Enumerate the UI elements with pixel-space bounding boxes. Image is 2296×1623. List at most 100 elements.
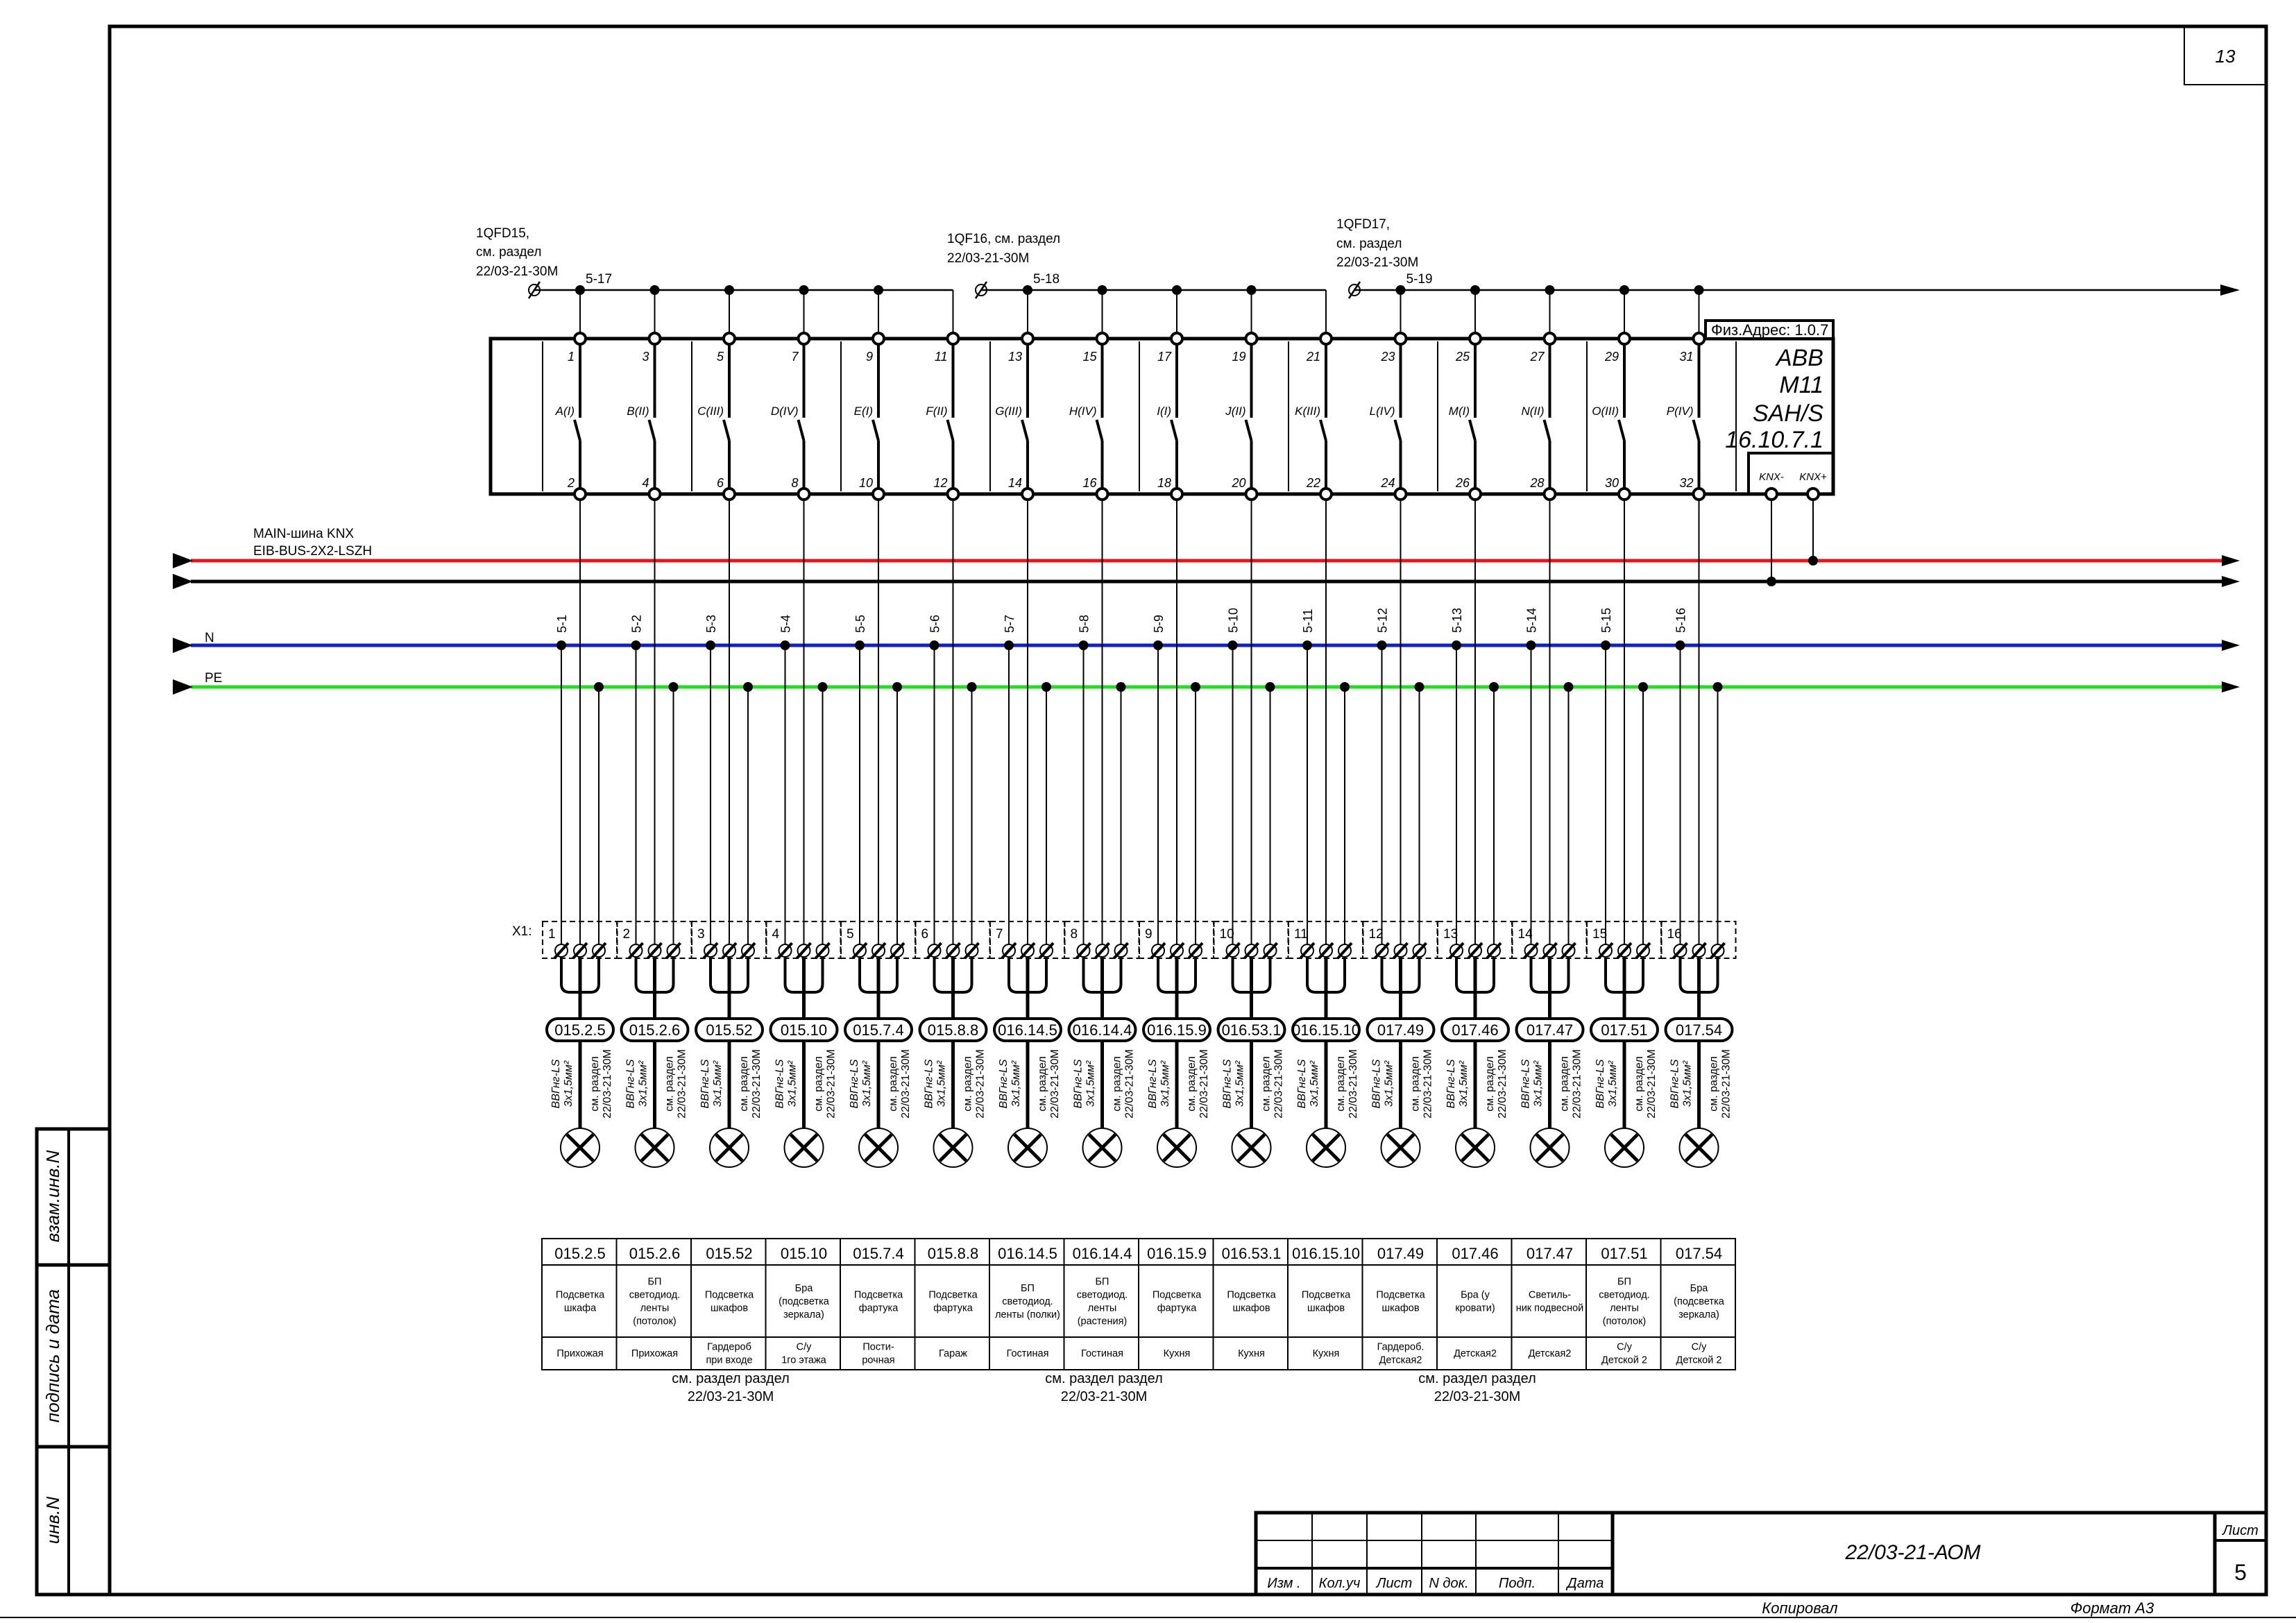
terminal-number-out: 6 bbox=[717, 476, 724, 490]
cable-reference: см. раздел bbox=[1261, 1056, 1273, 1112]
contact-blade-icon bbox=[1393, 419, 1402, 441]
neutral-junction-dot bbox=[706, 640, 715, 650]
neutral-cable-label: 5-5 bbox=[853, 615, 867, 633]
device-model-line: 16.10.7.1 bbox=[1725, 427, 1823, 453]
terminal-circle bbox=[797, 332, 811, 346]
pe-junction-dot bbox=[1414, 682, 1425, 692]
cable-type: ВВГнг-LS bbox=[849, 1059, 860, 1108]
cable-reference: см. раздел bbox=[1484, 1056, 1496, 1112]
contact-blade-icon bbox=[1021, 419, 1029, 441]
arrow-in-icon bbox=[173, 574, 193, 589]
junction-dot bbox=[1808, 556, 1818, 566]
side-stamp bbox=[35, 1127, 112, 1597]
table-cable-id: 017.47 bbox=[1527, 1245, 1573, 1262]
table-description: светодиод. bbox=[629, 1290, 680, 1301]
title-column-header: Изм . bbox=[1267, 1576, 1300, 1591]
terminal-number-in: 1 bbox=[568, 350, 575, 364]
terminal-cell-number: 15 bbox=[1592, 927, 1607, 942]
table-description: (потолок) bbox=[633, 1316, 677, 1327]
table-description: Подсветка bbox=[1153, 1290, 1202, 1301]
table-description: светодиод. bbox=[1077, 1290, 1128, 1301]
screw-slash-icon bbox=[1038, 942, 1055, 960]
cable-type: ВВГнг-LS bbox=[1669, 1059, 1681, 1108]
pe-junction-dot bbox=[1340, 682, 1350, 692]
contact-blade-icon bbox=[871, 419, 880, 441]
terminal-circle bbox=[1021, 487, 1035, 501]
neutral-junction-dot bbox=[1452, 640, 1461, 650]
terminal-number-in: 7 bbox=[791, 350, 799, 364]
terminal-number-out: 32 bbox=[1679, 476, 1693, 490]
device-model-line: SAH/S bbox=[1753, 400, 1823, 427]
terminal-number-out: 8 bbox=[791, 476, 798, 490]
neutral-cable-label: 5-15 bbox=[1599, 608, 1613, 633]
table-description: Подсветка bbox=[928, 1290, 978, 1301]
terminal-cell-number: 16 bbox=[1667, 927, 1682, 942]
table-description: Бра (у bbox=[1461, 1290, 1490, 1301]
table-description: ленты bbox=[1610, 1303, 1639, 1314]
table-description: Подсветка bbox=[854, 1290, 903, 1301]
cable-type: ВВГнг-LS bbox=[1222, 1059, 1234, 1108]
table-room: Детской 2 bbox=[1601, 1355, 1647, 1366]
neutral-junction-dot bbox=[1526, 640, 1536, 650]
cable-reference: см. раздел bbox=[1708, 1056, 1720, 1112]
screw-slash-icon bbox=[1075, 942, 1091, 960]
cable-reference: см. раздел bbox=[738, 1056, 750, 1112]
pe-junction-dot bbox=[1265, 682, 1275, 692]
device-model-line: M11 bbox=[1779, 372, 1823, 398]
terminal-circle bbox=[1692, 332, 1706, 346]
pe-junction-dot bbox=[1116, 682, 1126, 692]
arrow-right-icon bbox=[2220, 284, 2240, 296]
screw-slash-icon bbox=[590, 942, 607, 960]
terminal-number-in: 13 bbox=[1008, 350, 1022, 364]
screw-slash-icon bbox=[721, 942, 738, 960]
pe-junction-dot bbox=[1041, 682, 1051, 692]
neutral-label: N bbox=[205, 631, 214, 645]
terminal-number-in: 27 bbox=[1529, 350, 1545, 364]
screw-slash-icon bbox=[1243, 942, 1259, 960]
cable-section: 3х1,5мм² bbox=[1458, 1060, 1470, 1107]
neutral-cable-label: 5-10 bbox=[1227, 608, 1241, 633]
breaker-symbol-icon bbox=[1348, 284, 1361, 296]
breaker-symbol-icon bbox=[528, 284, 541, 296]
terminal-circle bbox=[1170, 487, 1184, 501]
cable-reference: см. раздел bbox=[1410, 1056, 1422, 1112]
sheet-label: Лист bbox=[2221, 1523, 2259, 1538]
table-description: ленты bbox=[1088, 1303, 1117, 1314]
arrow-in-icon bbox=[173, 638, 193, 653]
contact-blade-icon bbox=[946, 419, 955, 441]
terminal-circle bbox=[722, 332, 736, 346]
terminal-circle bbox=[573, 332, 587, 346]
breaker-reference: 22/03-21-30М bbox=[947, 251, 1029, 266]
cable-type: ВВГнг-LS bbox=[550, 1059, 562, 1108]
table-description: шкафов bbox=[1232, 1303, 1270, 1314]
table-cable-id: 015.7.4 bbox=[853, 1245, 903, 1262]
channel-name: P(IV) bbox=[1667, 405, 1694, 418]
screw-slash-icon bbox=[926, 942, 942, 960]
screw-slash-icon bbox=[1336, 942, 1353, 960]
contact-blade-icon bbox=[1692, 419, 1701, 441]
screw-slash-icon bbox=[1486, 942, 1502, 960]
cable-reference-code: 22/03-21-30М bbox=[1198, 1049, 1210, 1119]
page-number-box bbox=[2184, 26, 2267, 85]
screw-slash-icon bbox=[851, 942, 868, 960]
table-cable-id: 015.8.8 bbox=[928, 1245, 978, 1262]
title-column-header: Подп. bbox=[1499, 1576, 1536, 1591]
knx-bus-cable-label: EIB-BUS-2X2-LSZH bbox=[253, 544, 372, 559]
screw-slash-icon bbox=[1019, 942, 1036, 960]
neutral-junction-dot bbox=[929, 640, 939, 650]
terminal-circle bbox=[1170, 332, 1184, 346]
cable-type: ВВГнг-LS bbox=[1073, 1059, 1085, 1108]
table-room: Кухня bbox=[1313, 1348, 1340, 1359]
cable-section: 3х1,5мм² bbox=[1159, 1060, 1171, 1107]
supply-cable-label: 5-18 bbox=[1033, 272, 1060, 287]
table-description: БП bbox=[1096, 1277, 1109, 1288]
contact-blade-icon bbox=[1617, 419, 1626, 441]
arrow-right-icon bbox=[2222, 555, 2240, 566]
terminal-circle bbox=[1542, 332, 1557, 346]
terminal-number-in: 17 bbox=[1157, 350, 1172, 364]
neutral-cable-label: 5-1 bbox=[555, 615, 569, 633]
terminal-circle bbox=[871, 487, 885, 501]
terminal-cell-number: 6 bbox=[921, 927, 929, 942]
neutral-cable-label: 5-14 bbox=[1525, 608, 1539, 633]
